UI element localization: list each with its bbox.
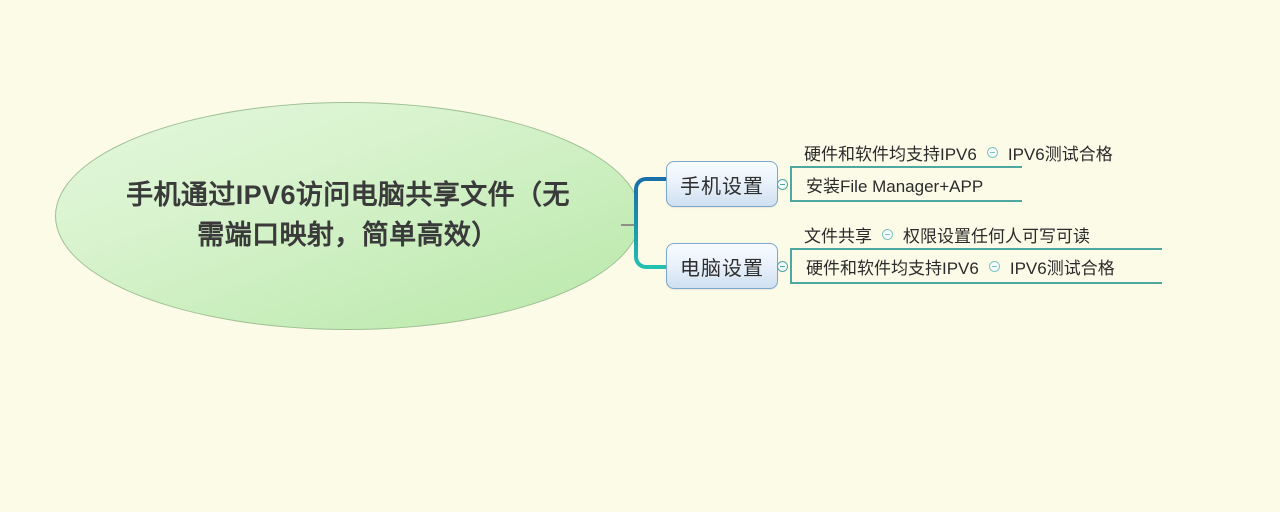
branch-node-phone[interactable]: 手机设置 — [666, 161, 778, 207]
root-node[interactable]: 手机通过IPV6访问电脑共享文件（无需端口映射，简单高效） — [55, 102, 641, 330]
leaf-row[interactable]: 硬件和软件均支持IPV6 IPV6测试合格 — [790, 138, 1113, 166]
leaf-text: 安装File Manager+APP — [806, 176, 984, 196]
collapse-toggle-icon[interactable] — [986, 146, 998, 158]
root-branch-bracket — [634, 177, 668, 269]
leaf-row[interactable]: 文件共享 权限设置任何人可写可读 — [790, 220, 1162, 248]
leaf-group-phone: 硬件和软件均支持IPV6 IPV6测试合格 安装File Manager+APP — [790, 138, 1113, 202]
leaf-child-text: IPV6测试合格 — [1009, 258, 1115, 278]
branch-node-phone-label: 手机设置 — [680, 175, 764, 198]
leaf-group-pc: 文件共享 权限设置任何人可写可读 硬件和软件均支持IPV6 IPV6测试合格 — [790, 220, 1162, 284]
leaf-text: 硬件和软件均支持IPV6 — [806, 258, 979, 278]
leaf-row[interactable]: 安装File Manager+APP — [790, 166, 1022, 202]
collapse-toggle-icon-phone[interactable] — [777, 179, 788, 190]
collapse-toggle-icon[interactable] — [988, 260, 1000, 272]
leaf-text: 硬件和软件均支持IPV6 — [804, 144, 977, 164]
leaf-row[interactable]: 硬件和软件均支持IPV6 IPV6测试合格 — [790, 248, 1162, 284]
root-node-label: 手机通过IPV6访问电脑共享文件（无需端口映射，简单高效） — [126, 180, 570, 250]
branch-node-pc-label: 电脑设置 — [680, 257, 764, 280]
leaf-text: 文件共享 — [804, 226, 872, 246]
collapse-toggle-icon-pc[interactable] — [777, 261, 788, 272]
collapse-toggle-icon[interactable] — [882, 228, 893, 240]
leaf-child-text: 权限设置任何人可写可读 — [903, 226, 1090, 246]
leaf-child-text: IPV6测试合格 — [1007, 144, 1113, 164]
root-connector-stub — [621, 224, 639, 226]
branch-node-pc[interactable]: 电脑设置 — [666, 243, 778, 289]
